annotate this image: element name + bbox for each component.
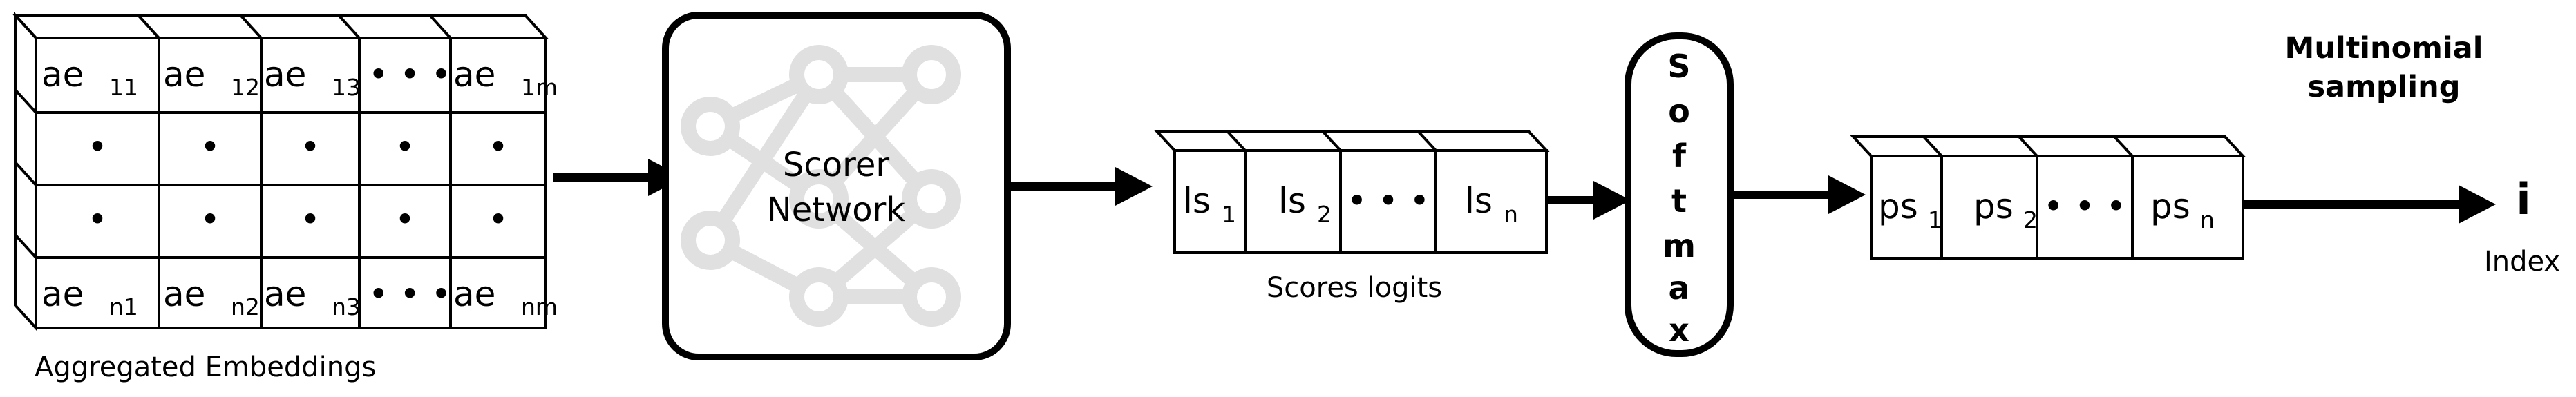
softmax-letter: a — [1668, 269, 1689, 307]
logits-cell-sub: n — [1504, 201, 1518, 228]
matrix-cell-dot: • — [488, 200, 509, 240]
matrix-left-face — [14, 11, 37, 332]
index-symbol: i — [2516, 174, 2530, 224]
scorer-network-title-line1: Scorer — [783, 146, 889, 184]
matrix-cell-dot: • — [395, 127, 415, 167]
scores-logits-caption: Scores logits — [1267, 272, 1442, 304]
probability-cell-sub: n — [2200, 206, 2215, 233]
matrix-cell-ellipsis: • • • — [368, 55, 451, 95]
matrix-cell-sub: 11 — [109, 74, 138, 101]
matrix-cell-sub: n3 — [332, 293, 361, 320]
probability-cell-ellipsis: • • • — [2043, 186, 2126, 226]
probability-cell-sub: 1 — [1928, 206, 1942, 233]
matrix-front-grid — [35, 37, 547, 329]
matrix-cell-dot: • — [87, 200, 108, 240]
matrix-cell-text: ae — [163, 55, 205, 95]
matrix-cell-dot: • — [395, 200, 415, 240]
matrix-cell-text: ae — [453, 274, 495, 314]
matrix-cell-dot: • — [300, 200, 321, 240]
scorer-network-title-line2: Network — [767, 191, 906, 229]
softmax-box[interactable]: S o f t m a x — [1625, 32, 1734, 357]
softmax-letter: t — [1671, 182, 1687, 220]
logits-cell-text: ls — [1183, 181, 1211, 221]
matrix-cell-text: ae — [264, 274, 306, 314]
matrix-cell-dot: • — [488, 127, 509, 167]
probability-cell-text: ps — [1878, 186, 1918, 226]
softmax-letter: f — [1672, 137, 1687, 175]
probabilities-cell-labels: ps 1 ps 2 • • • ps n — [1878, 186, 2215, 233]
logits-front-faces — [1173, 149, 1548, 254]
index-caption: Index — [2484, 246, 2560, 278]
multinomial-sampling-label-line2: sampling — [2307, 70, 2460, 104]
logits-cell-labels: ls 1 ls 2 • • • ls n — [1183, 181, 1518, 228]
matrix-row: ae 11 ae 12 ae 13 • • • ae 1m — [41, 55, 558, 101]
probability-cell-sub: 2 — [2023, 206, 2038, 233]
matrix-cell-text: ae — [41, 55, 84, 95]
matrix-row: • • • • • — [87, 200, 509, 240]
matrix-cell-sub: n1 — [109, 293, 138, 320]
matrix-cell-dot: • — [200, 127, 220, 167]
logits-cell-sub: 2 — [1317, 201, 1332, 228]
matrix-cell-sub: nm — [521, 293, 558, 320]
matrix-row: ae n1 ae n2 ae n3 • • • ae nm — [41, 274, 558, 320]
aggregated-embeddings-matrix: ae 11 ae 12 ae 13 • • • ae 1m • • • • • … — [12, 11, 558, 383]
aggregated-embeddings-caption: Aggregated Embeddings — [35, 351, 376, 383]
matrix-cell-text: ae — [41, 274, 84, 314]
matrix-cell-text: ae — [163, 274, 205, 314]
matrix-cell-dot: • — [87, 127, 108, 167]
neural-network-icon — [681, 45, 961, 327]
matrix-cell-text: ae — [453, 55, 495, 95]
logits-cell-text: ls — [1278, 181, 1306, 221]
softmax-letter: S — [1667, 48, 1690, 85]
arrow-logits-to-softmax — [1546, 181, 1631, 220]
logits-cell-text: ls — [1465, 181, 1493, 221]
logits-cell-ellipsis: • • • — [1347, 181, 1430, 221]
arrow-multinomial-sampling: Multinomial sampling — [2243, 31, 2496, 224]
matrix-cell-dot: • — [200, 200, 220, 240]
arrow-softmax-to-probabilities — [1730, 175, 1866, 214]
scores-logits-row: ls 1 ls 2 • • • ls n Scores logits — [1153, 130, 1550, 304]
arrow-scorer-to-logits — [1007, 167, 1153, 206]
softmax-letter: x — [1669, 311, 1689, 349]
probabilities-top-face — [1850, 135, 2246, 157]
matrix-cell-sub: 13 — [332, 74, 361, 101]
matrix-cell-sub: n2 — [231, 293, 260, 320]
matrix-cell-text: ae — [264, 55, 306, 95]
softmax-letter: m — [1663, 227, 1696, 264]
matrix-top-face — [12, 14, 549, 39]
softmax-letter: o — [1668, 93, 1690, 130]
matrix-cell-sub: 1m — [521, 74, 558, 101]
logits-top-face — [1153, 130, 1550, 152]
output-index: i Index — [2484, 174, 2560, 278]
matrix-cell-ellipsis: • • • — [368, 274, 451, 314]
matrix-row: • • • • • — [87, 127, 509, 167]
scorer-network-box[interactable]: Scorer Network — [662, 12, 1011, 360]
logits-cell-sub: 1 — [1222, 201, 1236, 228]
probability-cell-text: ps — [2150, 186, 2190, 226]
matrix-cell-sub: 12 — [231, 74, 260, 101]
probability-scores-row: ps 1 ps 2 • • • ps n — [1850, 135, 2246, 260]
matrix-cell-dot: • — [300, 127, 321, 167]
probability-cell-text: ps — [1973, 186, 2014, 226]
multinomial-sampling-label-line1: Multinomial — [2285, 31, 2483, 66]
